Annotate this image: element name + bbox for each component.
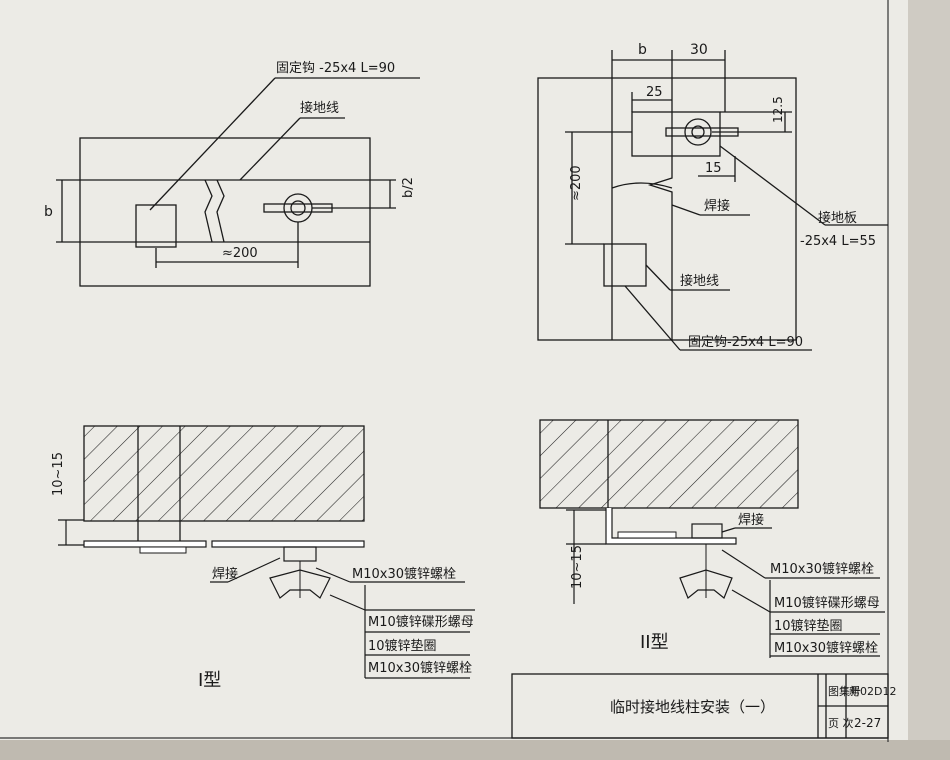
atlas-value: 新02D12 (849, 684, 896, 698)
type2-dim-200: ≈200 (569, 165, 584, 201)
type2-concrete-hatch (539, 419, 799, 509)
type2-weld-label: 焊接 (704, 198, 730, 214)
type2-dim-15: 15 (705, 161, 722, 176)
type2-weld-label-section: 焊接 (738, 512, 764, 528)
type2-plate (631, 111, 721, 157)
type2-dim-25: 25 (646, 85, 663, 100)
type2-dim-10-15: 10~15 (570, 545, 585, 589)
type2-dim-b: b (638, 42, 647, 58)
type1-wire-leader (239, 117, 301, 181)
type1-wing-nut (269, 569, 331, 599)
type1-plan-outline (79, 137, 371, 287)
page-label: 页 次 (828, 716, 854, 730)
type1-plan-break-line (204, 179, 225, 243)
type1-bolt2-label: M10x30镀锌螺栓 (368, 660, 472, 676)
type2-section-view (539, 419, 885, 658)
page-edge-strip (908, 0, 950, 760)
type1-plan-bolt-inner (290, 200, 306, 216)
page-value: 2-27 (854, 716, 881, 730)
type2-dim-30: 30 (690, 42, 708, 58)
type2-plan-outline (537, 77, 797, 341)
type1-section-view (58, 425, 475, 679)
type1-dim-b-half: b/2 (401, 177, 416, 198)
type2-plate-label-2: -25x4 L=55 (800, 234, 876, 249)
type1-ground-plate (83, 540, 207, 548)
type2-nut (691, 523, 723, 539)
type2-wingnut-label: M10镀锌碟形螺母 (774, 595, 880, 611)
type1-type-label: I型 (198, 670, 221, 691)
type2-bolt-outer (684, 118, 712, 146)
type1-plan-hook (135, 204, 177, 248)
type1-wire-label: 接地线 (300, 100, 339, 116)
type2-plan-view (537, 50, 888, 351)
type1-dim-10-15: 10~15 (51, 452, 66, 496)
type2-wing-nut (679, 569, 733, 599)
atlas-label: 图集号 (828, 684, 861, 698)
title-block-title: 临时接地线柱安装（一） (610, 698, 775, 716)
paper (0, 0, 908, 752)
type1-dim-200: ≈200 (222, 246, 258, 261)
type1-hook-label: 固定钩 -25x4 L=90 (276, 61, 395, 76)
type2-dim-12-5: 12.5 (771, 96, 785, 123)
page-bottom-edge (0, 740, 950, 760)
type1-washer-label: 10镀锌垫圈 (368, 638, 437, 654)
type2-hook-label: 固定钩-25x4 L=90 (688, 335, 803, 350)
type1-wingnut-label: M10镀锌碟形螺母 (368, 614, 474, 630)
type2-washer-label: 10镀锌垫圈 (774, 618, 843, 634)
type1-hook-leader (149, 77, 276, 211)
title-block (511, 673, 889, 739)
type1-plan-view (56, 77, 420, 287)
type2-plate-label-1: 接地板 (818, 210, 857, 226)
type1-dim-b: b (44, 204, 53, 220)
type2-bent-plate (605, 508, 737, 545)
type1-concrete-hatch (83, 425, 365, 522)
type2-wire-label: 接地线 (680, 273, 719, 289)
type1-bolt1-label: M10x30镀锌螺栓 (352, 566, 456, 582)
type1-weld-label: 焊接 (212, 566, 238, 582)
type2-type-label: II型 (640, 632, 669, 653)
type2-bolt2-label: M10x30镀锌螺栓 (774, 640, 878, 656)
type2-bolt1-label: M10x30镀锌螺栓 (770, 561, 874, 577)
